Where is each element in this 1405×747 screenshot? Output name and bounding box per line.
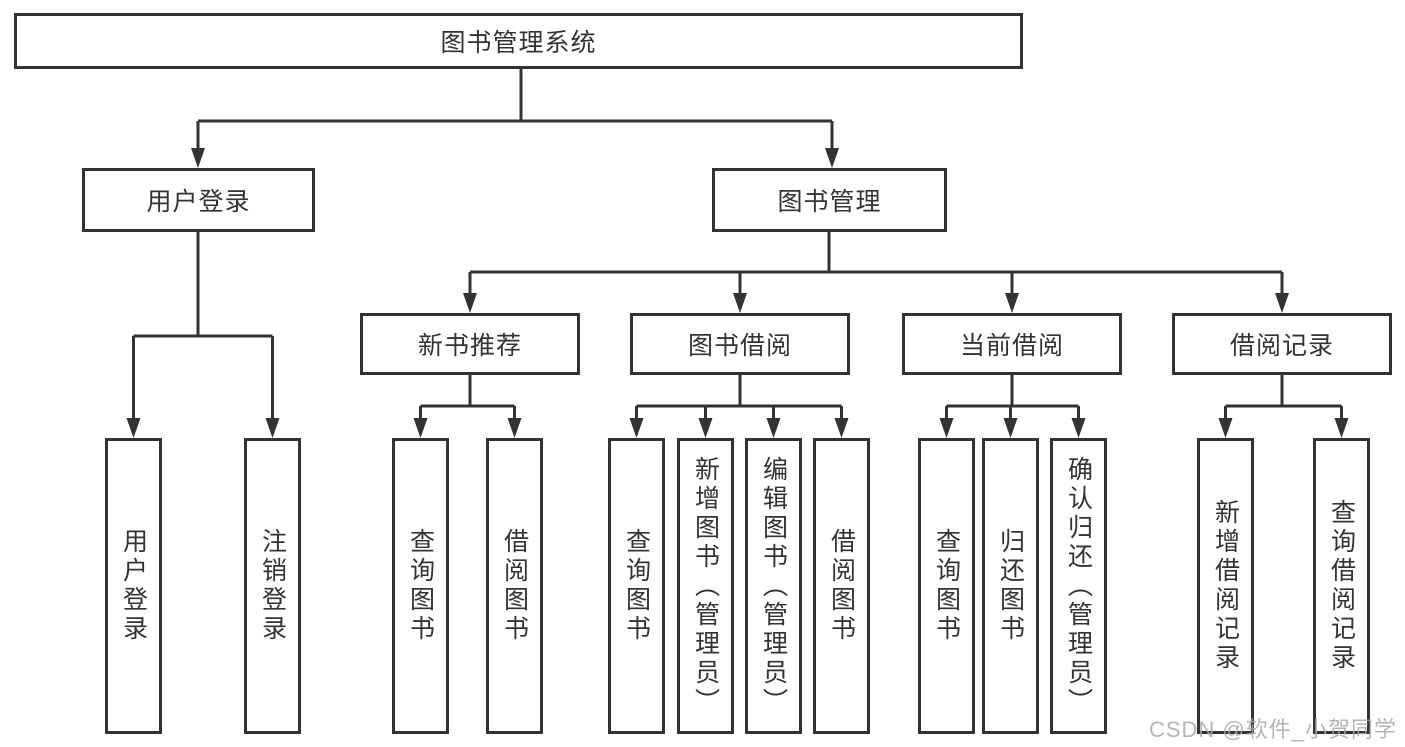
node-user-login-label: 用户登录 (146, 188, 251, 216)
leaf-add-borrow-record: 新增借阅记录 (1197, 438, 1254, 734)
leaf-query-borrow-record: 查询借阅记录 (1313, 438, 1370, 734)
node-book-management-label: 图书管理 (777, 188, 882, 216)
leaf-user-login-label: 用户登录 (119, 528, 148, 644)
leaf-add-book-admin: 新增图书（管理员） (677, 438, 734, 734)
leaf-query-books-borrow-label: 查询图书 (622, 528, 651, 644)
node-borrow-record: 借阅记录 (1172, 313, 1392, 375)
leaf-logout-label: 注销登录 (258, 528, 287, 644)
leaf-query-books-recommend: 查询图书 (392, 438, 449, 734)
leaf-edit-book-admin: 编辑图书（管理员） (745, 438, 802, 734)
node-borrow-record-label: 借阅记录 (1229, 332, 1334, 360)
leaf-borrow-books-recommend-label: 借阅图书 (500, 528, 529, 644)
leaf-return-book: 归还图书 (982, 438, 1039, 734)
node-current-borrow-label: 当前借阅 (959, 332, 1064, 360)
node-book-management: 图书管理 (712, 168, 947, 232)
csdn-watermark: CSDN @软件_小贺同学 (1148, 717, 1397, 742)
leaf-add-borrow-record-label: 新增借阅记录 (1211, 499, 1240, 673)
node-book-borrow: 图书借阅 (630, 313, 850, 375)
leaf-query-borrow-record-label: 查询借阅记录 (1327, 499, 1356, 673)
node-root-label: 图书管理系统 (440, 29, 597, 57)
node-user-login: 用户登录 (82, 168, 315, 232)
node-new-book-recommend-label: 新书推荐 (417, 332, 522, 360)
leaf-confirm-return-admin: 确认归还（管理员） (1050, 438, 1107, 734)
leaf-query-books-current-label: 查询图书 (932, 528, 961, 644)
leaf-add-book-admin-label: 新增图书（管理员） (691, 455, 720, 717)
node-root: 图书管理系统 (14, 13, 1023, 69)
leaf-return-book-label: 归还图书 (996, 528, 1025, 644)
leaf-confirm-return-admin-label: 确认归还（管理员） (1064, 455, 1093, 717)
node-book-borrow-label: 图书借阅 (687, 332, 792, 360)
leaf-query-books-recommend-label: 查询图书 (406, 528, 435, 644)
node-current-borrow: 当前借阅 (902, 313, 1122, 375)
leaf-user-login: 用户登录 (105, 438, 162, 734)
leaf-query-books-borrow: 查询图书 (608, 438, 665, 734)
leaf-edit-book-admin-label: 编辑图书（管理员） (759, 455, 788, 717)
leaf-query-books-current: 查询图书 (918, 438, 975, 734)
node-new-book-recommend: 新书推荐 (360, 313, 580, 375)
leaf-borrow-books: 借阅图书 (813, 438, 870, 734)
leaf-logout: 注销登录 (244, 438, 301, 734)
leaf-borrow-books-recommend: 借阅图书 (486, 438, 543, 734)
leaf-borrow-books-label: 借阅图书 (827, 528, 856, 644)
